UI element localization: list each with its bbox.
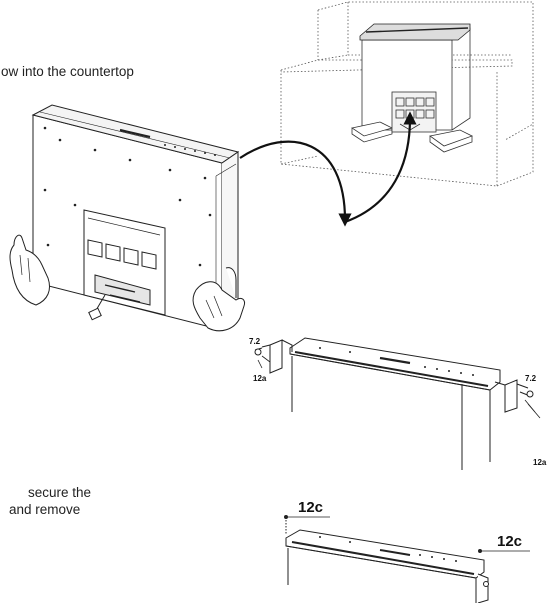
bracket-install-diagram — [254, 337, 541, 470]
callout-label-7-2-left: 7.2 — [249, 337, 261, 346]
dimension-diagram — [284, 515, 530, 603]
callout-label-12c-left: 12c — [298, 499, 324, 516]
callout-label-7-2-right: 7.2 — [525, 374, 537, 383]
callout-label-12c-right: 12c — [497, 533, 523, 550]
callout-label-12a-left: 12a — [253, 374, 267, 383]
instruction-text-line-2b: and remove — [9, 502, 81, 517]
instruction-text-line-2a: secure the — [28, 485, 92, 500]
appliance-held-diagram — [9, 104, 245, 332]
transfer-arrows — [239, 111, 417, 227]
callout-label-12a-right: 12a — [533, 458, 547, 467]
cabinet-diagram — [280, 1, 534, 187]
instruction-text-line-1: ow into the countertop — [1, 64, 134, 79]
